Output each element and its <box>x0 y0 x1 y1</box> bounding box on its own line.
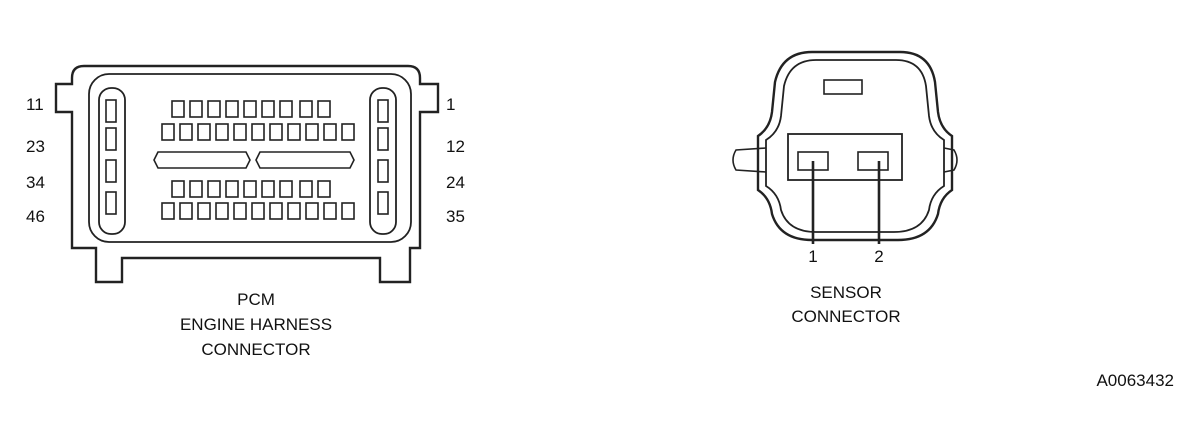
pcm-grid-pin-cavity <box>197 202 211 220</box>
pcm-grid-pin-cavity <box>179 123 193 141</box>
pcm-pin-label-24: 24 <box>446 173 465 192</box>
pcm-column-pins <box>105 99 389 215</box>
pcm-column-pin-cavity <box>377 127 389 151</box>
pcm-grid-pin-cavity <box>323 123 337 141</box>
pcm-pin-label-11: 11 <box>26 95 44 114</box>
pcm-grid-pin-cavity <box>299 100 313 118</box>
pcm-caption-line-1: PCM <box>237 290 275 309</box>
pcm-column-pin-cavity <box>105 191 117 215</box>
sensor-pin-2-terminal <box>857 151 889 171</box>
pcm-pin-label-23: 23 <box>26 137 45 156</box>
pcm-grid-pin-cavity <box>251 123 265 141</box>
sensor-pin-label-1: 1 <box>808 247 817 266</box>
sensor-pin-label-2: 2 <box>874 247 883 266</box>
sensor-key-slot <box>823 79 863 95</box>
pcm-housing-outline <box>54 64 440 284</box>
sensor-connector: 1 2 SENSOR CONNECTOR <box>732 50 958 326</box>
pcm-grid-pin-cavity <box>233 202 247 220</box>
pcm-grid-pin-cavity <box>251 202 265 220</box>
pcm-column-pin-cavity <box>377 159 389 183</box>
pcm-grid-pin-cavity <box>305 123 319 141</box>
sensor-caption-line-1: SENSOR <box>810 283 882 302</box>
pcm-grid-pin-cavity <box>233 123 247 141</box>
sensor-housing-outline <box>756 50 954 242</box>
pcm-grid-pin-cavity <box>317 100 331 118</box>
sensor-right-tab <box>943 147 958 173</box>
pcm-pin-label-35: 35 <box>446 207 465 226</box>
pcm-grid-pin-cavity <box>189 100 203 118</box>
pcm-grid-pin-cavity <box>341 202 355 220</box>
pcm-column-pin-cavity <box>377 191 389 215</box>
pcm-pin-label-46: 46 <box>26 207 45 226</box>
pcm-caption-line-3: CONNECTOR <box>201 340 310 359</box>
pcm-housing-inner <box>88 73 412 243</box>
pcm-pin-label-1: 1 <box>446 95 455 114</box>
sensor-caption-line-2: CONNECTOR <box>791 307 900 326</box>
pcm-latch-right <box>255 151 355 169</box>
pcm-grid-pin-cavity <box>287 123 301 141</box>
pcm-grid-pin-cavity <box>215 123 229 141</box>
pcm-grid-pin-cavity <box>215 202 229 220</box>
pcm-grid-pin-cavity <box>171 100 185 118</box>
pcm-grid-pin-cavity <box>197 123 211 141</box>
sensor-terminal-cavity <box>787 133 903 181</box>
pcm-connector: 11 23 34 46 1 12 24 35 PCM ENGINE HARNES… <box>26 64 465 359</box>
figure-id: A0063432 <box>1096 371 1174 390</box>
pcm-latch-left <box>153 151 251 169</box>
pcm-caption-line-2: ENGINE HARNESS <box>180 315 332 334</box>
pcm-grid-pin-cavity <box>279 180 293 198</box>
pcm-grid-pin-cavity <box>161 202 175 220</box>
pcm-grid-pin-cavity <box>243 180 257 198</box>
pcm-grid-pin-cavity <box>207 100 221 118</box>
pcm-grid-pin-cavity <box>243 100 257 118</box>
pcm-grid-pin-cavity <box>261 100 275 118</box>
pcm-grid-pin-cavity <box>305 202 319 220</box>
pcm-column-pin-cavity <box>105 159 117 183</box>
pcm-column-pin-cavity <box>105 127 117 151</box>
pcm-grid-pin-cavity <box>189 180 203 198</box>
pcm-grid-pin-cavity <box>279 100 293 118</box>
sensor-left-tab <box>732 147 767 173</box>
pcm-grid-pin-cavity <box>287 202 301 220</box>
pcm-grid-pin-cavity <box>225 180 239 198</box>
pcm-grid-pin-cavity <box>317 180 331 198</box>
pcm-grid-pin-cavity <box>161 123 175 141</box>
pcm-grid-pin-cavity <box>269 202 283 220</box>
pcm-grid-pin-cavity <box>341 123 355 141</box>
pcm-grid-pin-cavity <box>207 180 221 198</box>
sensor-housing-inner <box>765 59 945 233</box>
pcm-grid-pin-cavity <box>269 123 283 141</box>
pcm-pin-label-12: 12 <box>446 137 465 156</box>
pcm-left-pin-column <box>98 87 126 235</box>
pcm-grid-pins <box>161 100 355 220</box>
pcm-column-pin-cavity <box>105 99 117 123</box>
pcm-column-pin-cavity <box>377 99 389 123</box>
pcm-grid-pin-cavity <box>225 100 239 118</box>
pcm-grid-pin-cavity <box>299 180 313 198</box>
pcm-grid-pin-cavity <box>179 202 193 220</box>
pcm-grid-pin-cavity <box>171 180 185 198</box>
pcm-grid-pin-cavity <box>323 202 337 220</box>
pcm-grid-pin-cavity <box>261 180 275 198</box>
pcm-right-pin-column <box>369 87 397 235</box>
pcm-pin-label-34: 34 <box>26 173 45 192</box>
